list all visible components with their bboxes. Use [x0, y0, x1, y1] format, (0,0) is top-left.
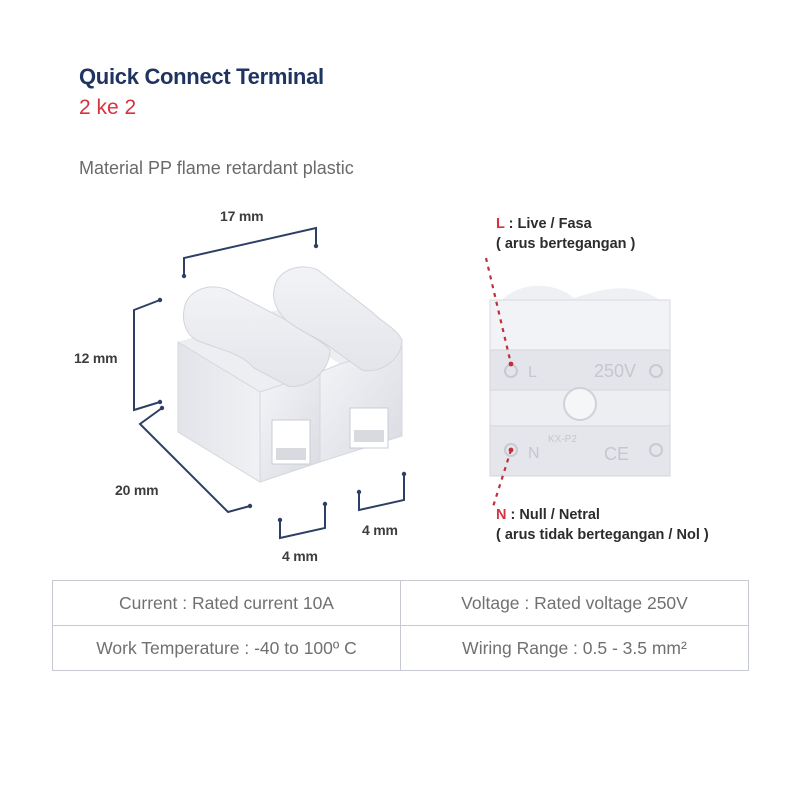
dimension-label-width: 17 mm — [220, 208, 264, 224]
marking-model: KX-P2 — [548, 434, 577, 445]
spec-current: Current : Rated current 10A — [52, 580, 401, 626]
leader-line-neutral — [490, 449, 513, 511]
dimension-label-slot-left: 4 mm — [282, 548, 318, 564]
marking-ce: CE — [604, 444, 629, 464]
dimension-line-4mm-right — [358, 474, 405, 512]
marking-n: N — [528, 445, 540, 462]
page-subtitle: 2 ke 2 — [79, 96, 137, 119]
legend-live-note: ( arus bertegangan ) — [496, 236, 636, 252]
legend-neutral-code: N — [496, 507, 507, 523]
center-hole — [563, 387, 597, 421]
dimension-line-4mm-left — [279, 504, 326, 540]
dimension-endpoints — [157, 243, 407, 523]
table-row: Current : Rated current 10A Voltage : Ra… — [52, 580, 749, 626]
spec-table: Current : Rated current 10A Voltage : Ra… — [52, 580, 749, 671]
dimension-line-17mm — [183, 226, 317, 276]
marking-voltage: 250V — [594, 361, 636, 381]
connector-front-view: L 250V N KX-P2 CE — [489, 285, 671, 477]
material-description: Material PP flame retardant plastic — [79, 158, 354, 178]
page-title: Quick Connect Terminal — [79, 64, 324, 89]
connector-isometric-view — [177, 266, 403, 483]
dimension-label-height: 12 mm — [74, 350, 118, 366]
legend-live-text: : Live / Fasa — [504, 216, 592, 232]
right-lever — [273, 266, 403, 372]
table-row: Work Temperature : -40 to 100º C Wiring … — [52, 625, 749, 671]
dimension-label-length: 20 mm — [115, 482, 159, 498]
legend-neutral-note: ( arus tidak bertegangan / Nol ) — [496, 527, 709, 543]
leader-lines — [484, 257, 513, 511]
leader-line-live — [484, 257, 513, 365]
legend-neutral: N : Null / Netral ( arus tidak bertegang… — [496, 505, 709, 545]
spec-wiring-range: Wiring Range : 0.5 - 3.5 mm² — [400, 625, 749, 671]
lower-face — [489, 425, 671, 477]
dimension-label-slot-right: 4 mm — [362, 522, 398, 538]
spec-voltage: Voltage : Rated voltage 250V — [400, 580, 749, 626]
legend-live-code: L — [496, 216, 505, 232]
dimension-lines — [133, 226, 405, 540]
left-lever — [183, 286, 331, 388]
legend-neutral-text: : Null / Netral — [506, 507, 600, 523]
dimension-line-12mm — [133, 299, 161, 412]
legend-live: L : Live / Fasa ( arus bertegangan ) — [496, 214, 635, 254]
marking-l: L — [528, 364, 537, 381]
spec-work-temperature: Work Temperature : -40 to 100º C — [52, 625, 401, 671]
dimension-line-20mm — [138, 407, 251, 514]
